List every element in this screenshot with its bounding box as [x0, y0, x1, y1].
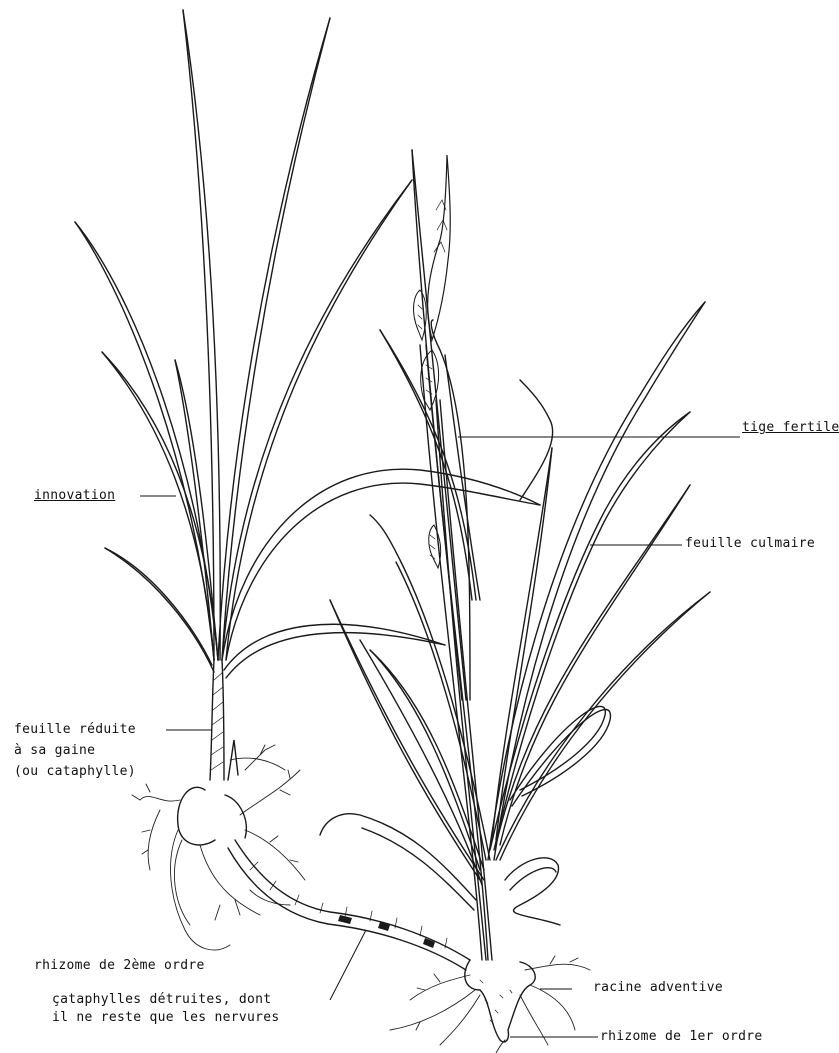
label-nervures: il ne reste que les nervures	[52, 1010, 280, 1026]
label-cataphylles-detruites: çataphylles détruites, dont	[52, 992, 271, 1008]
rhizome-second-order	[228, 840, 470, 970]
label-a-sa-gaine: à sa gaine	[14, 743, 95, 759]
label-rhizome-second-order: rhizome de 2ème ordre	[34, 958, 205, 974]
label-racine-adventive: racine adventive	[593, 980, 723, 996]
label-feuille-culmaire: feuille culmaire	[685, 536, 815, 552]
label-feuille-reduite: feuille réduite	[14, 722, 136, 738]
label-ou-cataphylle: (ou cataphylle)	[14, 764, 136, 780]
label-innovation: innovation	[34, 488, 115, 504]
leader-lines	[140, 437, 740, 1037]
fertile-plant	[320, 150, 710, 1053]
label-rhizome-first-order: rhizome de 1er ordre	[600, 1029, 763, 1045]
label-tige-fertile: tige fertile	[742, 420, 839, 436]
